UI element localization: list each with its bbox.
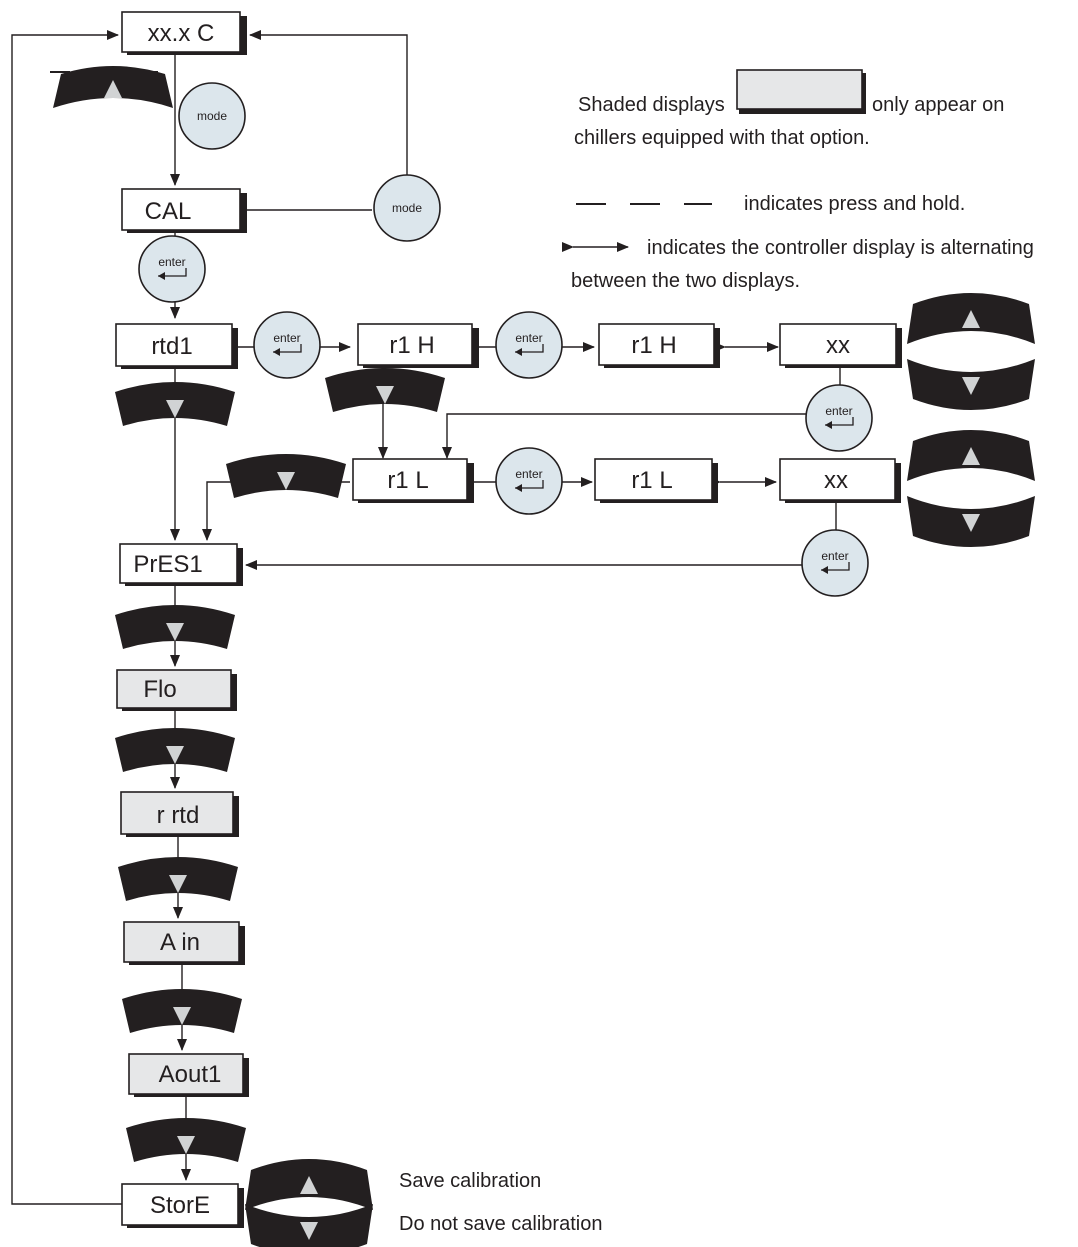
legend-shaded-before: Shaded displays bbox=[578, 94, 725, 116]
up-arrow-key[interactable] bbox=[907, 293, 1035, 344]
display-rtd1: rtd1 bbox=[115, 323, 238, 369]
enter-button-label: enter bbox=[158, 255, 185, 269]
legend-alt-line2: between the two displays. bbox=[571, 270, 800, 292]
enter-button-label: enter bbox=[821, 549, 848, 563]
display-rrtd: r rtd bbox=[120, 791, 239, 837]
legend-shaded-line2: chillers equipped with that option. bbox=[574, 127, 870, 149]
display-aout1-label: Aout1 bbox=[159, 1061, 222, 1088]
do-not-save-calibration-label: Do not save calibration bbox=[399, 1213, 602, 1235]
enter-button[interactable]: enter bbox=[495, 447, 563, 515]
enter-button-label: enter bbox=[515, 331, 542, 345]
legend-alt-line1: indicates the controller display is alte… bbox=[647, 237, 1034, 259]
legend-shaded-sample bbox=[736, 69, 863, 110]
display-store-label: StorE bbox=[150, 1192, 210, 1219]
enter-button-label: enter bbox=[825, 404, 852, 418]
display-r1l-label: r1 L bbox=[387, 467, 428, 494]
display-ain: A in bbox=[123, 921, 245, 965]
display-r1h: r1 H bbox=[357, 323, 479, 368]
display-flo-label: Flo bbox=[143, 676, 176, 703]
enter-button[interactable]: enter bbox=[253, 311, 321, 379]
down-arrow-key[interactable] bbox=[325, 368, 445, 412]
display-temp: xx.x C bbox=[121, 11, 247, 55]
display-r1h-value: xx bbox=[779, 323, 902, 368]
flow-enter-r1l-top bbox=[442, 413, 806, 459]
save-calibration-label: Save calibration bbox=[399, 1170, 541, 1192]
display-temp-label: xx.x C bbox=[148, 20, 215, 47]
display-r1h-alt: r1 H bbox=[598, 323, 720, 368]
display-pres1: PrES1 bbox=[119, 543, 243, 586]
mode-button-label: mode bbox=[197, 109, 227, 123]
legend-shaded-after: only appear on bbox=[872, 94, 1004, 116]
mode-button[interactable]: mode bbox=[373, 174, 441, 242]
down-arrow-key[interactable] bbox=[245, 1204, 373, 1247]
down-arrow-key[interactable] bbox=[907, 496, 1035, 547]
up-arrow-key[interactable] bbox=[245, 1159, 373, 1210]
mode-button[interactable]: mode bbox=[178, 82, 246, 150]
display-cal: CAL bbox=[121, 188, 247, 233]
legend-dash-text: indicates press and hold. bbox=[744, 193, 965, 215]
display-r1l: r1 L bbox=[352, 458, 474, 503]
enter-button[interactable]: enter bbox=[495, 311, 563, 379]
display-ain-label: A in bbox=[160, 929, 200, 956]
down-arrow-key[interactable] bbox=[907, 359, 1035, 410]
display-r1h-alt-label: r1 H bbox=[631, 332, 676, 359]
legend: Shaded displays only appear on chillers … bbox=[562, 69, 1034, 292]
up-arrow-key[interactable] bbox=[907, 430, 1035, 481]
enter-button[interactable]: enter bbox=[805, 384, 873, 452]
enter-button-label: enter bbox=[273, 331, 300, 345]
enter-button[interactable]: enter bbox=[138, 235, 206, 303]
down-arrow-key[interactable] bbox=[226, 454, 346, 498]
display-pres1-label: PrES1 bbox=[133, 551, 202, 578]
display-r1l-alt: r1 L bbox=[594, 458, 718, 503]
display-flo: Flo bbox=[116, 669, 237, 711]
display-store: StorE bbox=[121, 1183, 244, 1228]
enter-button-label: enter bbox=[515, 467, 542, 481]
display-rtd1-label: rtd1 bbox=[151, 333, 192, 360]
display-r1l-value: xx bbox=[779, 458, 901, 503]
display-r1h-label: r1 H bbox=[389, 332, 434, 359]
display-aout1: Aout1 bbox=[128, 1053, 249, 1097]
display-r1h-value-label: xx bbox=[826, 332, 850, 359]
display-rrtd-label: r rtd bbox=[157, 802, 200, 829]
mode-button-label: mode bbox=[392, 201, 422, 215]
display-r1l-alt-label: r1 L bbox=[631, 467, 672, 494]
display-r1l-value-label: xx bbox=[824, 467, 848, 494]
display-cal-label: CAL bbox=[145, 198, 192, 225]
mode-return-up-line bbox=[249, 30, 408, 178]
loop-return-line bbox=[11, 30, 122, 1205]
enter-button[interactable]: enter bbox=[801, 529, 869, 597]
